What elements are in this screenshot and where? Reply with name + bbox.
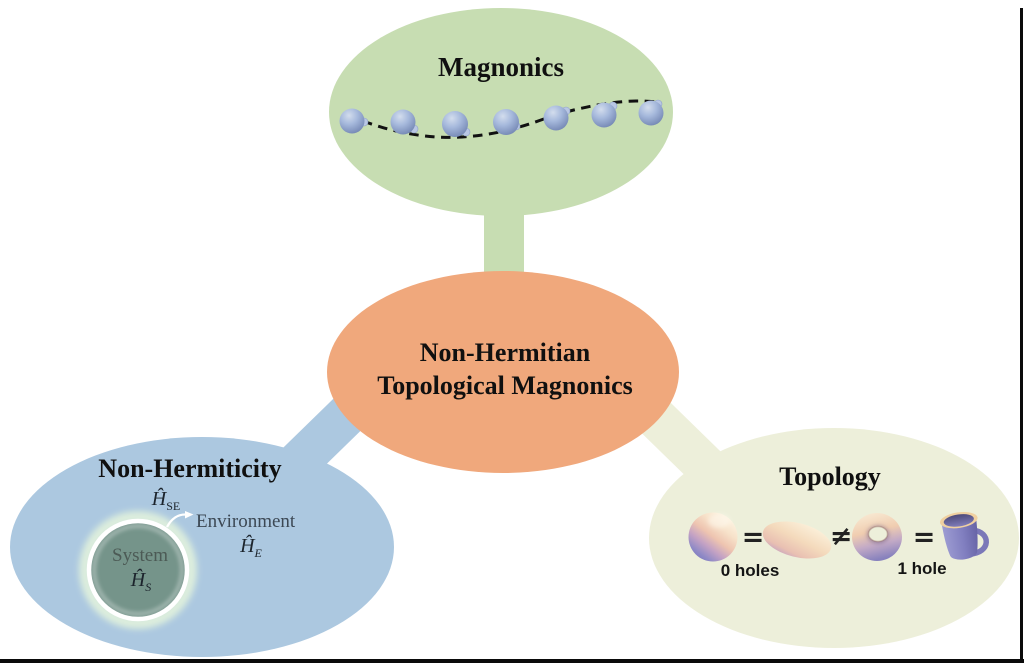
mug-icon [939,511,989,560]
topology-title: Topology [779,462,881,491]
border-bottom [0,659,1024,663]
center-title-line2: Topological Magnonics [377,371,633,400]
system-environment-arrow [165,513,187,528]
zero-holes-label: 0 holes [720,561,780,580]
sphere-highlight [708,514,730,528]
nonhermiticity-title: Non-Hermiticity [98,454,282,483]
magnonics-title: Magnonics [437,52,564,82]
environment-label: Environment [196,511,296,532]
equals-sign-2: = [912,522,936,553]
equals-sign-1: = [741,522,765,553]
center-title: Non-Hermitian Topological Magnonics [329,336,681,402]
topology-ellipse [649,428,1019,648]
border-right [1020,8,1023,663]
system-label: System [112,545,168,566]
arrow-head-icon [185,511,194,519]
hamiltonian-e-label: ĤE [240,535,262,560]
hamiltonian-s-label: ĤS [130,569,152,594]
center-ellipse [327,271,679,473]
hamiltonian-se-label: ĤSE [151,488,181,513]
one-hole-label: 1 hole [897,559,947,578]
center-title-line1: Non-Hermitian [419,338,591,367]
system-circle [79,511,197,629]
not-equals-sign: ≠ [829,521,853,552]
magnon-spheres [339,99,664,137]
ellipsoid-icon [762,521,832,559]
torus-icon [852,513,902,561]
